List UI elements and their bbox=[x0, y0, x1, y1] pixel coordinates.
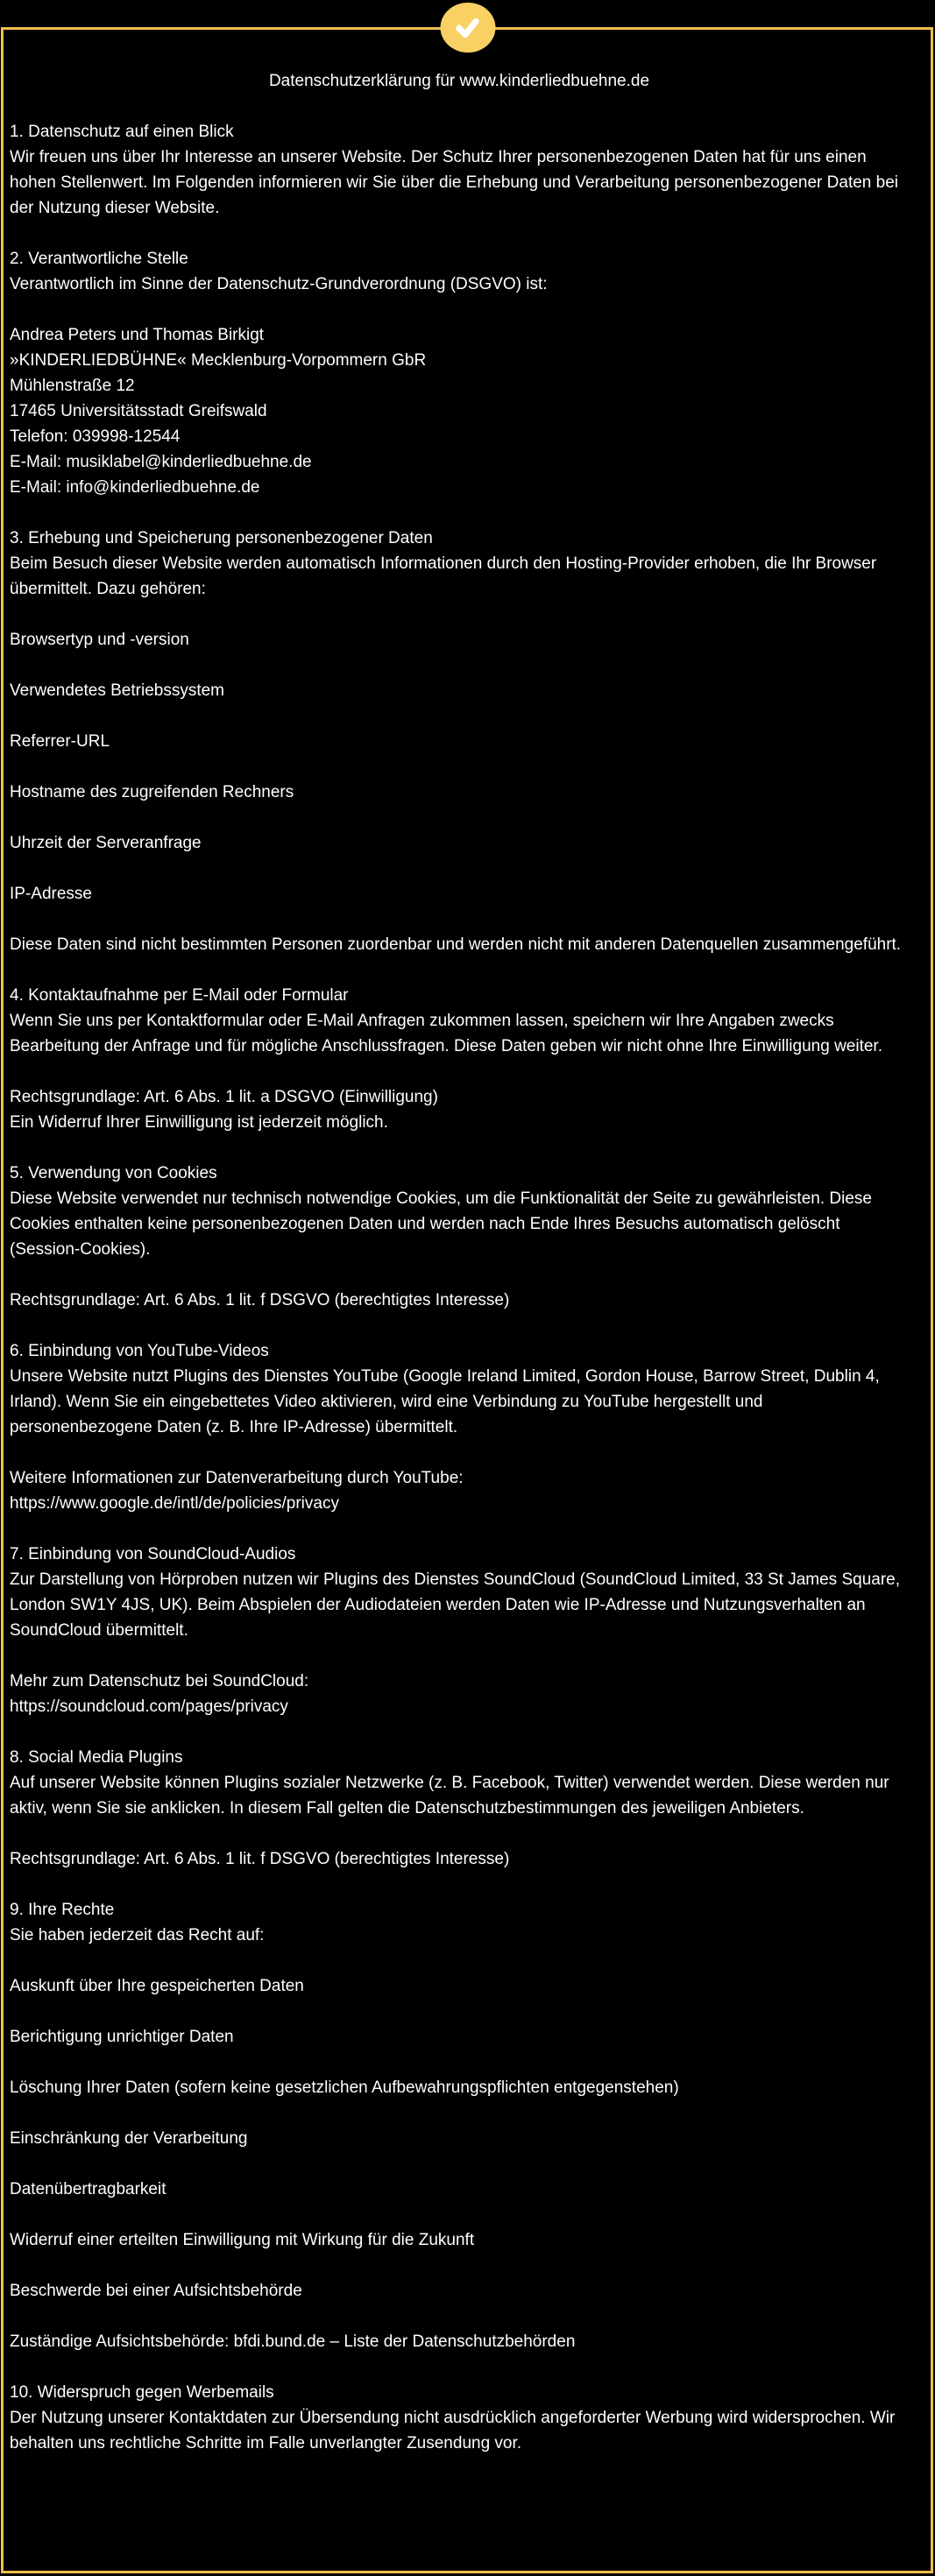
section-6-youtube: 6. Einbindung von YouTube-Videos Unsere … bbox=[10, 1342, 880, 1436]
section-8-social-media: 8. Social Media Plugins Auf unserer Webs… bbox=[10, 1748, 889, 1817]
legal-basis-social-media: Rechtsgrundlage: Art. 6 Abs. 1 lit. f DS… bbox=[10, 1850, 510, 1868]
page-title: Datenschutzerklärung für www.kinderliedb… bbox=[268, 72, 650, 90]
paragraph-list: 1. Datenschutz auf einen Blick Wir freue… bbox=[10, 119, 909, 2456]
list-item-browser-type: Browsertyp und -version bbox=[10, 631, 189, 649]
checkmark-icon bbox=[456, 18, 479, 38]
verified-badge bbox=[440, 3, 495, 53]
section-2-responsible-heading: 2. Verantwortliche Stelle Verantwortlich… bbox=[10, 250, 548, 293]
section-4-contact: 4. Kontaktaufnahme per E-Mail oder Formu… bbox=[10, 986, 882, 1055]
right-portability: Datenübertragbarkeit bbox=[10, 2180, 166, 2198]
right-erasure: Löschung Ihrer Daten (sofern keine geset… bbox=[10, 2078, 679, 2097]
list-item-server-time: Uhrzeit der Serveranfrage bbox=[10, 834, 202, 852]
section-3-data-collection: 3. Erhebung und Speicherung personenbezo… bbox=[10, 529, 877, 598]
right-restriction: Einschränkung der Verarbeitung bbox=[10, 2129, 248, 2148]
right-withdraw-consent: Widerruf einer erteilten Einwilligung mi… bbox=[10, 2231, 475, 2249]
section-5-cookies: 5. Verwendung von Cookies Diese Website … bbox=[10, 1164, 872, 1259]
section-10-ad-emails: 10. Widerspruch gegen Werbemails Der Nut… bbox=[10, 2383, 896, 2452]
document-body: Datenschutzerklärung für www.kinderliedb… bbox=[10, 68, 909, 2481]
list-item-hostname: Hostname des zugreifenden Rechners bbox=[10, 783, 294, 801]
legal-basis-consent: Rechtsgrundlage: Art. 6 Abs. 1 lit. a DS… bbox=[10, 1088, 438, 1132]
list-item-ip-address: IP-Adresse bbox=[10, 885, 92, 903]
youtube-privacy-link: Weitere Informationen zur Datenverarbeit… bbox=[10, 1469, 464, 1513]
responsible-address: Andrea Peters und Thomas Birkigt »KINDER… bbox=[10, 326, 427, 497]
list-item-operating-system: Verwendetes Betriebssystem bbox=[10, 681, 225, 700]
right-access: Auskunft über Ihre gespeicherten Daten bbox=[10, 1977, 304, 1995]
right-complaint: Beschwerde bei einer Aufsichtsbehörde bbox=[10, 2282, 302, 2300]
soundcloud-privacy-link: Mehr zum Datenschutz bei SoundCloud: htt… bbox=[10, 1672, 309, 1716]
section-9-rights: 9. Ihre Rechte Sie haben jederzeit das R… bbox=[10, 1901, 265, 1944]
supervisory-authority: Zuständige Aufsichtsbehörde: bfdi.bund.d… bbox=[10, 2333, 576, 2351]
list-item-referrer-url: Referrer-URL bbox=[10, 732, 110, 751]
section-7-soundcloud: 7. Einbindung von SoundCloud-Audios Zur … bbox=[10, 1545, 900, 1640]
legal-basis-cookies: Rechtsgrundlage: Art. 6 Abs. 1 lit. f DS… bbox=[10, 1291, 510, 1309]
data-not-attributable-note: Diese Daten sind nicht bestimmten Person… bbox=[10, 935, 902, 954]
right-rectification: Berichtigung unrichtiger Daten bbox=[10, 2028, 234, 2046]
section-1-overview: 1. Datenschutz auf einen Blick Wir freue… bbox=[10, 123, 898, 217]
